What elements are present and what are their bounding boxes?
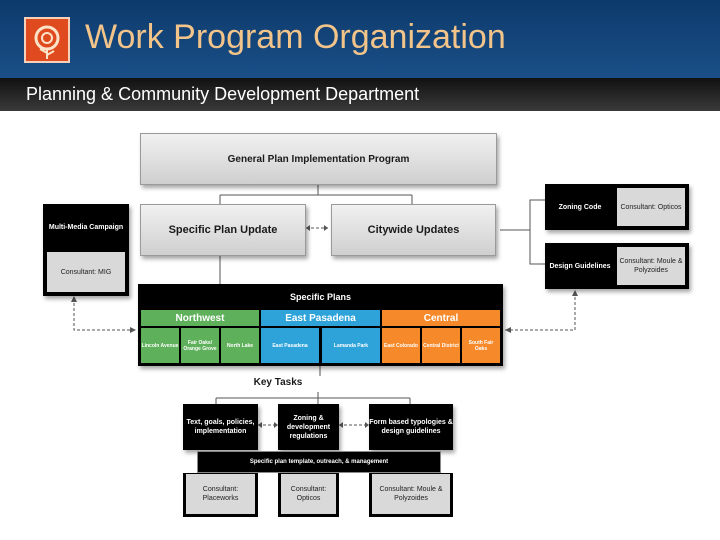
multimedia-consultant: Consultant: MIG xyxy=(47,252,125,292)
plan-area: Fair Oaks/ Orange Grove xyxy=(181,328,219,363)
design-guidelines-title: Design Guidelines xyxy=(545,243,615,289)
design-guidelines-box: Design Guidelines Consultant: Moule & Po… xyxy=(545,243,689,289)
plan-area: Central District xyxy=(422,328,460,363)
plan-group-name: Central xyxy=(382,310,500,326)
task-consultant: Consultant: Moule & Polyzoides xyxy=(372,474,450,514)
plan-group-east-pasadena: East Pasadena East Pasadena Lamanda Park xyxy=(261,310,380,363)
plan-area: East Colorado xyxy=(382,328,420,363)
plan-area: Lincoln Avenue xyxy=(141,328,179,363)
specific-plans-title: Specific Plans xyxy=(138,286,503,308)
citywide-updates-box: Citywide Updates xyxy=(331,204,496,256)
zoning-code-box: Zoning Code Consultant: Opticos xyxy=(545,184,689,230)
plan-group-name: East Pasadena xyxy=(261,310,380,326)
specific-plan-update-box: Specific Plan Update xyxy=(140,204,306,256)
multimedia-campaign-box: Multi-Media Campaign Consultant: MIG xyxy=(43,204,129,296)
title-banner xyxy=(0,0,720,78)
task-text-goals: Text, goals, policies, implementation xyxy=(183,404,258,450)
plan-area: South Fair Oaks xyxy=(462,328,500,363)
plan-area: North Lake xyxy=(221,328,259,363)
slide-subtitle: Planning & Community Development Departm… xyxy=(26,84,420,104)
specific-plans-box: Specific Plans Northwest Lincoln Avenue … xyxy=(138,284,503,366)
zoning-code-title: Zoning Code xyxy=(545,184,615,230)
task-consultant-frame: Consultant: Moule & Polyzoides xyxy=(369,473,453,517)
task-form-based: Form based typologies & design guideline… xyxy=(369,404,453,450)
task-consultant-frame: Consultant: Opticos xyxy=(278,473,339,517)
task-zoning-regulations: Zoning & development regulations xyxy=(278,404,339,450)
plan-area: Lamanda Park xyxy=(322,328,380,363)
plan-group-name: Northwest xyxy=(141,310,259,326)
specific-plan-template-bar: Specific plan template, outreach, & mana… xyxy=(197,451,441,473)
design-guidelines-consultant: Consultant: Moule & Polyzoides xyxy=(617,247,685,285)
plan-group-northwest: Northwest Lincoln Avenue Fair Oaks/ Oran… xyxy=(141,310,259,363)
rose-icon xyxy=(34,25,60,59)
task-consultant-frame: Consultant: Placeworks xyxy=(183,473,258,517)
plan-group-central: Central East Colorado Central District S… xyxy=(382,310,500,363)
subtitle-bar xyxy=(0,78,720,111)
zoning-code-consultant: Consultant: Opticos xyxy=(617,188,685,226)
city-logo xyxy=(24,17,70,63)
task-consultant: Consultant: Placeworks xyxy=(186,474,255,514)
slide-title: Work Program Organization xyxy=(85,18,506,56)
program-box: General Plan Implementation Program xyxy=(140,133,497,185)
multimedia-campaign-title: Multi-Media Campaign xyxy=(43,204,129,250)
key-tasks-label: Key Tasks xyxy=(238,374,318,390)
plan-area: East Pasadena xyxy=(261,328,319,363)
task-consultant: Consultant: Opticos xyxy=(281,474,336,514)
